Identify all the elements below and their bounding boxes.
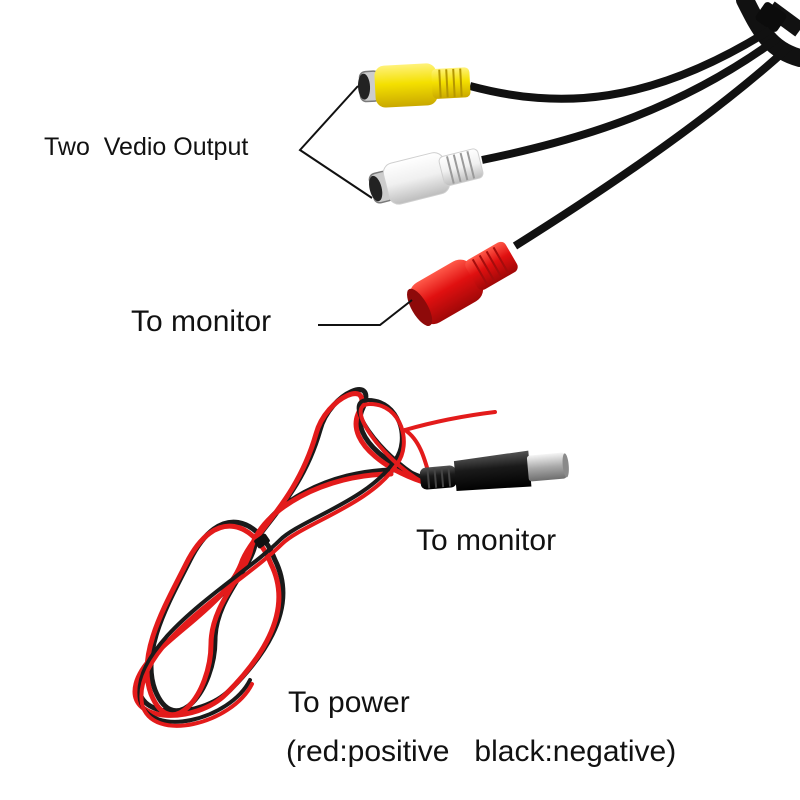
red-lead-wire	[512, 43, 793, 250]
label-rca-to-monitor: To monitor	[131, 305, 272, 338]
yellow-rca-jack	[357, 63, 471, 108]
split-collar	[755, 2, 787, 32]
label-to-power: To power	[288, 686, 410, 719]
red-wire-tail	[403, 410, 497, 432]
video-callout-line	[298, 85, 373, 199]
white-lead-wire	[481, 34, 781, 164]
rca-cable-bundle	[468, 0, 800, 250]
power-wire-coil	[132, 387, 497, 728]
label-polarity-note: (red:positive black:negative)	[286, 735, 677, 768]
white-rca-jack	[368, 148, 484, 205]
label-video-output: Two Vedio Output	[44, 133, 249, 161]
black-strand	[136, 387, 433, 714]
label-dc-to-monitor: To monitor	[416, 524, 557, 557]
dc-barrel-plug	[419, 450, 569, 491]
yellow-lead-wire	[468, 26, 773, 103]
callout-lines	[298, 85, 413, 326]
red-rca-connector	[407, 241, 518, 326]
main-cable	[736, 0, 800, 67]
red-strand	[132, 391, 433, 718]
cable-tie	[254, 533, 270, 549]
rca-monitor-callout-line	[318, 299, 413, 326]
